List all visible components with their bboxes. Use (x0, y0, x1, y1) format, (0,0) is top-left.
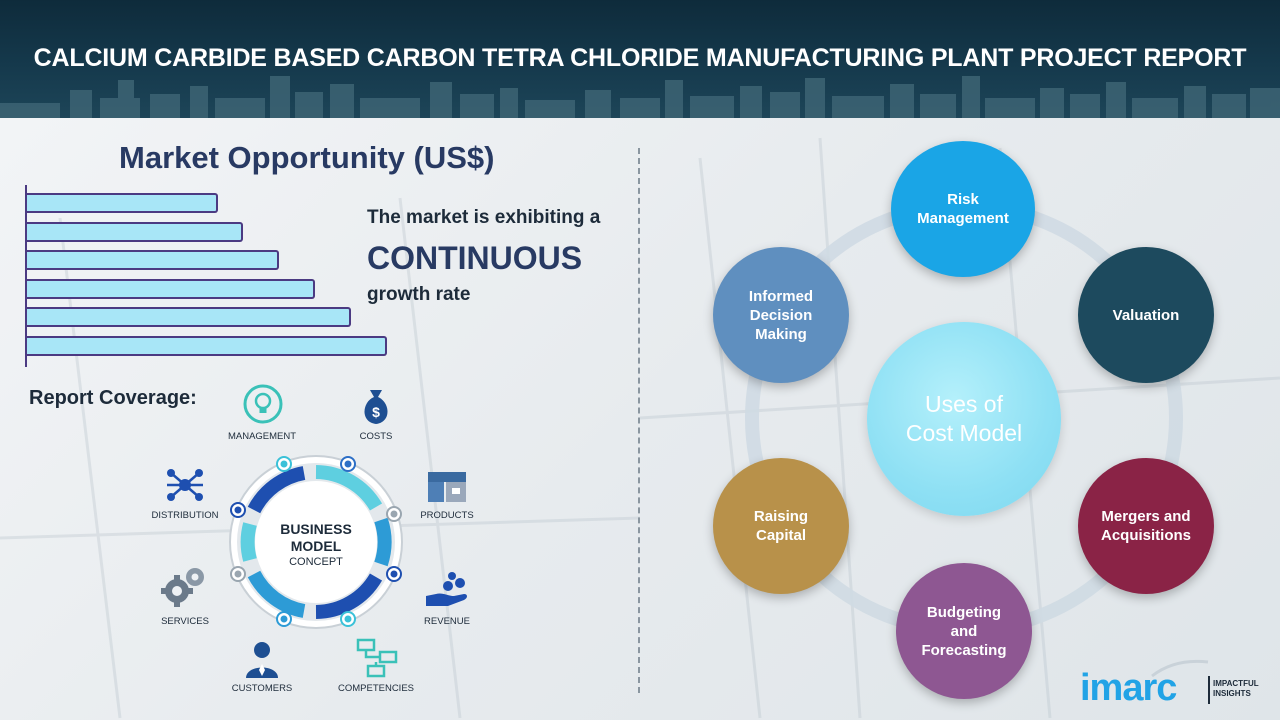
city-skyline-graphic (0, 76, 1280, 118)
bm-label-revenue: REVENUE (424, 616, 470, 627)
network-nodes-icon (167, 469, 203, 501)
node-budgeting-forecasting: Budgeting and Forecasting (896, 563, 1032, 699)
node-informed-decision: Informed Decision Making (713, 247, 849, 383)
node-raising-label: Raising Capital (753, 508, 809, 544)
node-informed-label: Informed Decision Making (748, 287, 814, 343)
node-risk-label: Risk Management (917, 191, 1009, 227)
lightbulb-cycle-icon (243, 384, 283, 424)
market-bar (27, 307, 351, 327)
boxes-icon (428, 472, 466, 502)
bm-center-line3: CONCEPT (289, 556, 343, 568)
report-title: CALCIUM CARBIDE BASED CARBON TETRA CHLOR… (33, 44, 1247, 72)
node-risk-management: Risk Management (891, 141, 1035, 277)
uses-center-line1: Uses of (925, 391, 1003, 417)
node-mergers-acquisitions: Mergers and Acquisitions (1078, 458, 1214, 594)
market-text-line1: The market is exhibiting a (367, 207, 601, 228)
bm-label-products: PRODUCTS (420, 510, 474, 521)
bm-label-distribution: DISTRIBUTION (151, 510, 219, 521)
hand-coins-icon (426, 572, 467, 606)
customer-person-icon (246, 642, 278, 678)
logo-divider (1208, 676, 1210, 704)
bm-center-line1: BUSINESS (280, 521, 352, 537)
market-bar (27, 193, 218, 213)
hierarchy-icon (356, 638, 398, 678)
imarc-logo-swoosh (1151, 659, 1209, 678)
section-divider (638, 148, 640, 693)
bm-label-customers: CUSTOMERS (231, 683, 293, 694)
imarc-logo: imarc (1080, 667, 1177, 709)
uses-center-node: Uses of Cost Model (867, 322, 1061, 516)
bm-label-costs: COSTS (359, 431, 393, 442)
market-bar (27, 221, 243, 242)
node-valuation: Valuation (1078, 247, 1214, 383)
bm-label-services: SERVICES (161, 616, 209, 627)
bar-axis (25, 185, 27, 367)
bm-label-competencies: COMPETENCIES (337, 683, 414, 694)
market-text-highlight: CONTINUOUS (367, 240, 583, 276)
market-bar (27, 335, 387, 356)
node-mergers-label: Mergers and Acquisitions (1100, 508, 1191, 544)
bm-label-management: MANAGEMENT (227, 431, 297, 442)
report-coverage-label: Report Coverage: (29, 387, 197, 409)
market-bar (27, 278, 315, 299)
business-model-ring: BUSINESS MODEL CONCEPT (229, 455, 403, 629)
logo-tagline: IMPACTFUL INSIGHTS (1213, 679, 1259, 698)
content-area (0, 118, 1280, 720)
bm-center-line2: MODEL (291, 538, 342, 554)
money-bag-icon: $ (364, 390, 388, 424)
header-banner: CALCIUM CARBIDE BASED CARBON TETRA CHLOR… (0, 0, 1280, 118)
market-bar (27, 250, 279, 270)
node-valuation-label: Valuation (1112, 306, 1180, 324)
market-text-line3: growth rate (367, 284, 471, 305)
svg-text:$: $ (372, 404, 380, 420)
node-raising-capital: Raising Capital (713, 458, 849, 594)
gears-icon (161, 568, 204, 607)
node-budgeting-label: Budgeting and Forecasting (921, 603, 1007, 659)
market-opportunity-title: Market Opportunity (US$) (119, 140, 495, 175)
uses-center-line2: Cost Model (905, 420, 1023, 446)
